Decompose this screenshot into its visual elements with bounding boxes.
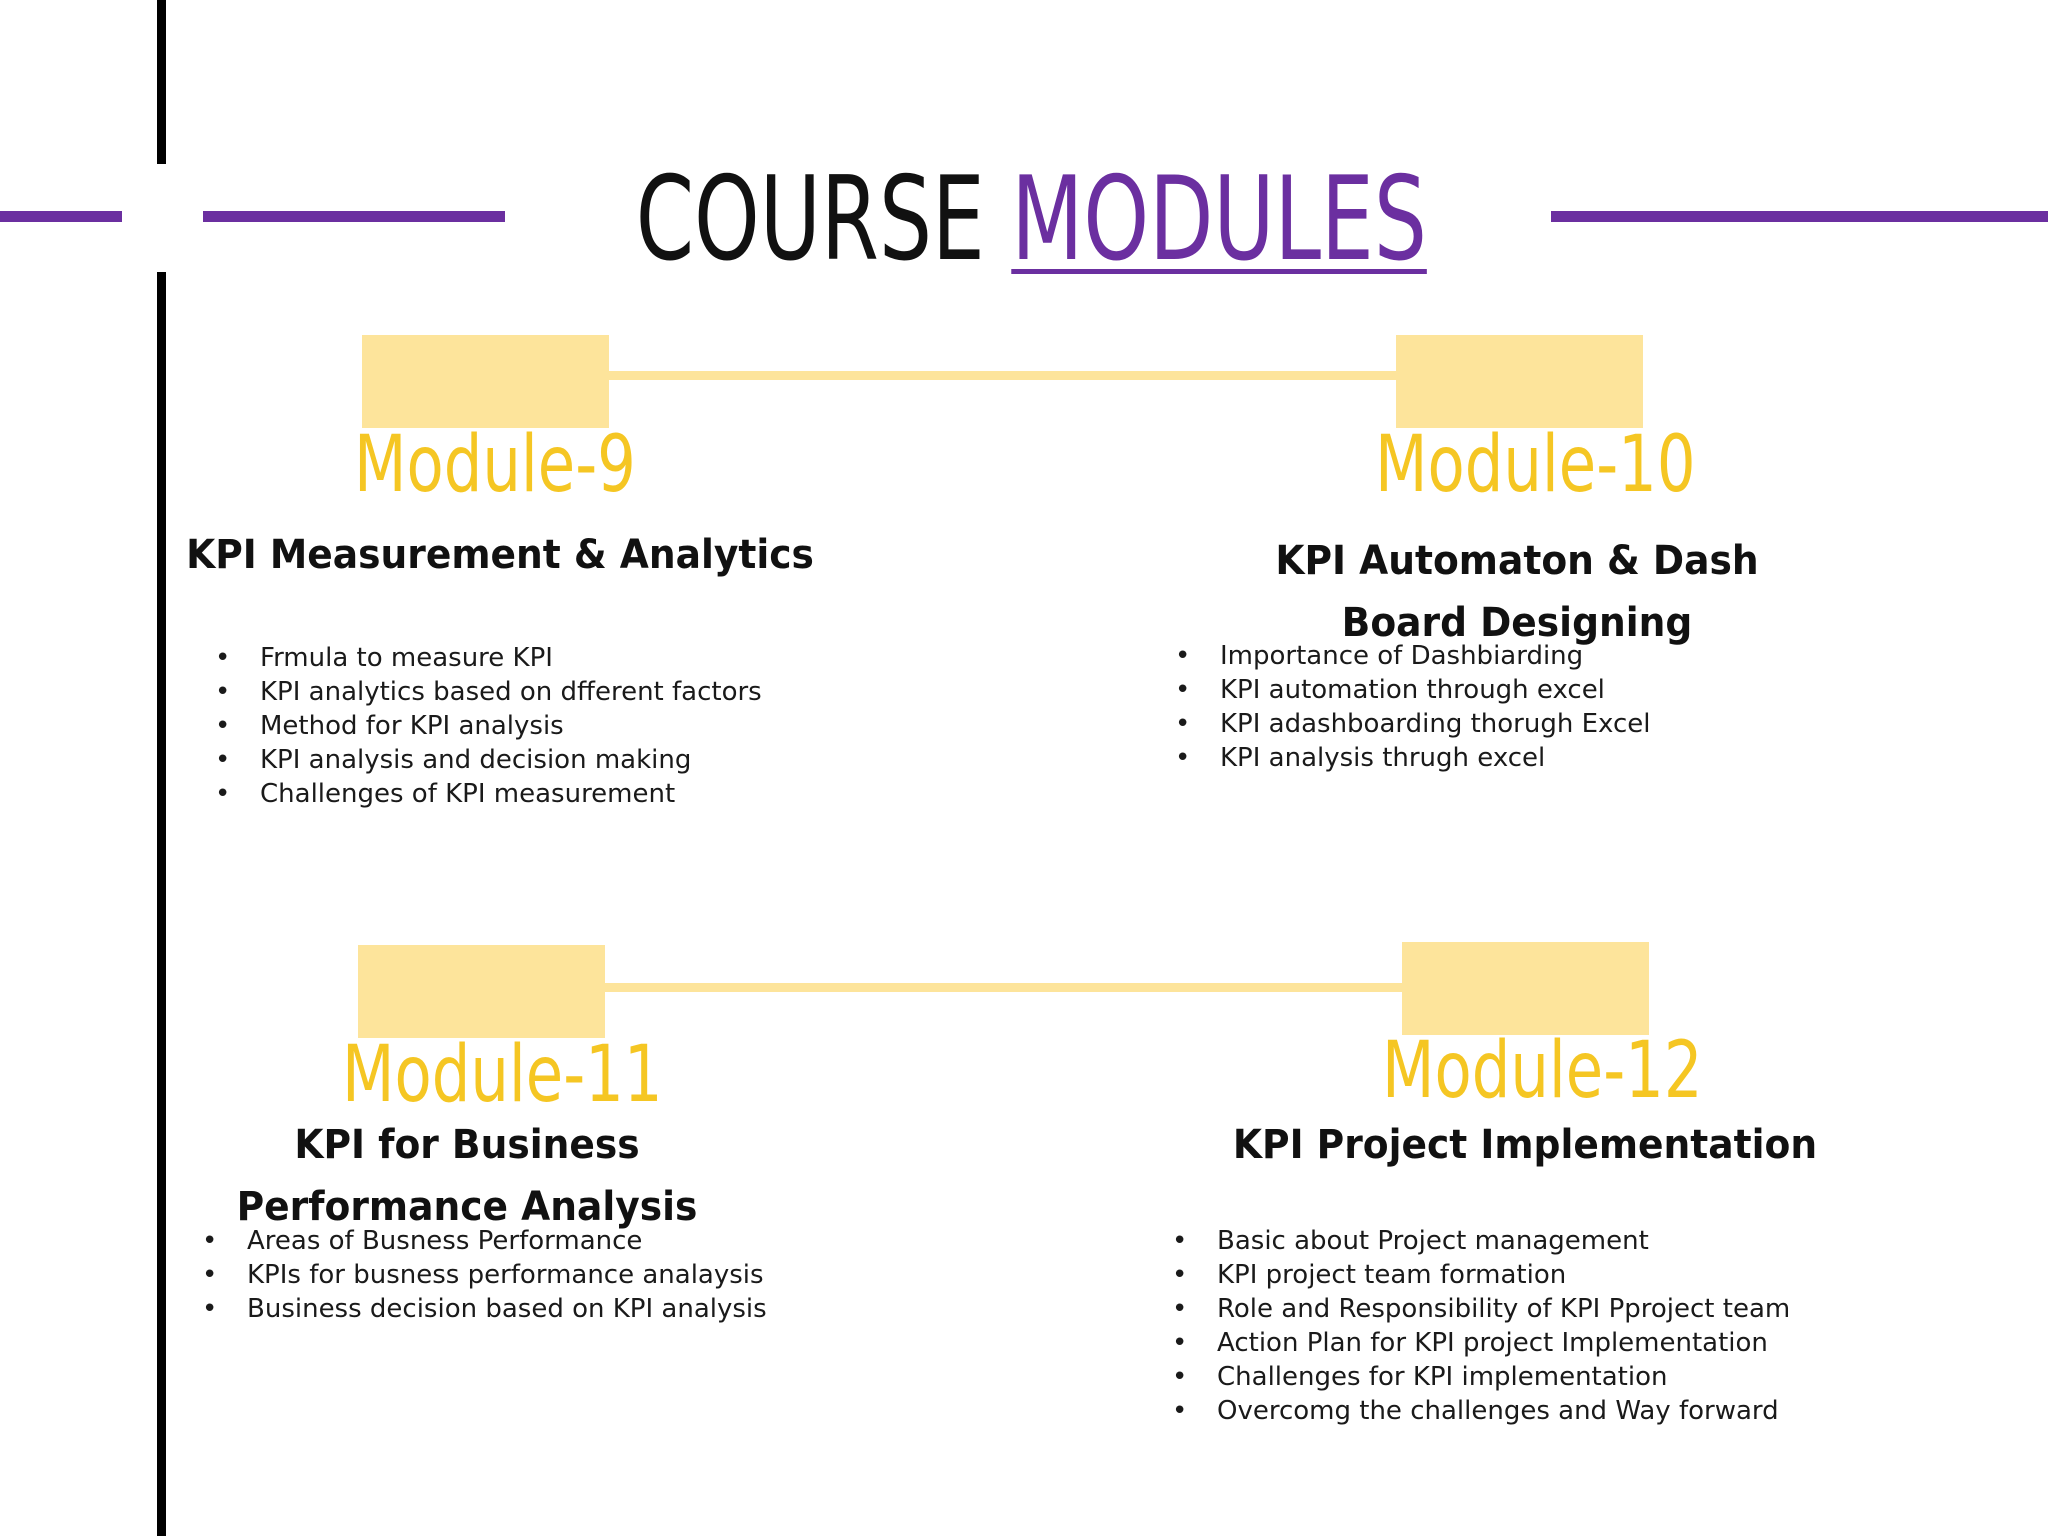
module-10-topic: Importance of Dashbiarding — [1175, 639, 1650, 673]
module-10-topic: KPI automation through excel — [1175, 673, 1650, 707]
module-12-title: KPI Project Implementation — [1232, 1122, 1818, 1168]
left-vertical-rule-top — [157, 0, 166, 164]
module-12-topic: Role and Responsibility of KPI Pproject … — [1172, 1292, 1790, 1326]
module-10-topic: KPI analysis thrugh excel — [1175, 741, 1650, 775]
module-9-title: KPI Measurement & Analytics — [186, 532, 814, 578]
module-11-topic-list: Areas of Busness Performance KPIs for bu… — [202, 1224, 767, 1326]
page-title: COURSE MODULES — [294, 150, 1769, 290]
page-title-part1: COURSE — [635, 152, 985, 287]
bottom-row-connector — [605, 983, 1402, 992]
module-9-topic: Method for KPI analysis — [215, 709, 762, 743]
header-rule-left-short — [0, 211, 122, 222]
module-10-topic-list: Importance of Dashbiarding KPI automatio… — [1175, 639, 1650, 775]
left-vertical-rule-bottom — [157, 272, 166, 1536]
module-12-topic: Basic about Project management — [1172, 1224, 1790, 1258]
module-9-topic: KPI analysis and decision making — [215, 743, 762, 777]
module-9-topic: KPI analytics based on dfferent factors — [215, 675, 762, 709]
module-11-topic: Areas of Busness Performance — [202, 1224, 767, 1258]
module-10-topic: KPI adashboarding thorugh Excel — [1175, 707, 1650, 741]
top-row-connector — [609, 371, 1396, 380]
header-rule-left — [203, 211, 505, 222]
module-12-topic-list: Basic about Project management KPI proje… — [1172, 1224, 1790, 1428]
module-11-topic: KPIs for busness performance analaysis — [202, 1258, 767, 1292]
module-11-label: Module-11 — [342, 1030, 663, 1120]
module-9-marker-box — [362, 335, 609, 428]
module-12-topic: Challenges for KPI implementation — [1172, 1360, 1790, 1394]
module-10-title: KPI Automaton & Dash Board Designing — [1275, 538, 1759, 646]
module-12-label: Module-12 — [1382, 1026, 1703, 1116]
module-12-topic: Overcomg the challenges and Way forward — [1172, 1394, 1790, 1428]
module-11-topic: Business decision based on KPI analysis — [202, 1292, 767, 1326]
module-10-label: Module-10 — [1375, 420, 1696, 510]
module-9-topic: Frmula to measure KPI — [215, 641, 762, 675]
module-9-label: Module-9 — [354, 420, 636, 510]
module-12-topic: KPI project team formation — [1172, 1258, 1790, 1292]
module-11-title: KPI for Business Performance Analysis — [236, 1122, 698, 1230]
module-11-marker-box — [358, 945, 605, 1038]
module-10-marker-box — [1396, 335, 1643, 428]
header-rule-right — [1551, 211, 2048, 222]
module-12-marker-box — [1402, 942, 1649, 1035]
module-9-topic-list: Frmula to measure KPI KPI analytics base… — [215, 641, 762, 811]
page-title-part2: MODULES — [1011, 152, 1427, 287]
module-12-topic: Action Plan for KPI project Implementati… — [1172, 1326, 1790, 1360]
module-9-topic: Challenges of KPI measurement — [215, 777, 762, 811]
